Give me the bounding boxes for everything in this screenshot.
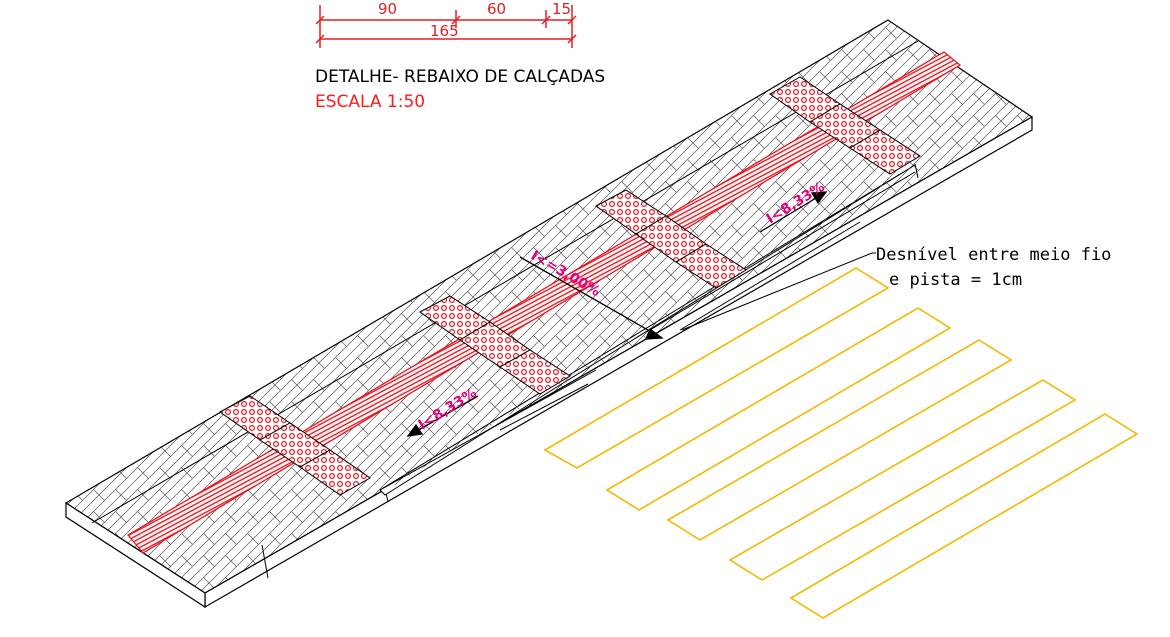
dimension-15: 15 [552,0,571,18]
note-line-1: Desnível entre meio fio [876,245,1111,265]
dimension-90: 90 [378,0,397,18]
dimension-block [315,5,577,48]
drawing-title: DETALHE- REBAIXO DE CALÇADAS [315,67,605,87]
crosswalk-stripe [666,339,1013,541]
slope-arrows [406,191,828,437]
note-line-2: e pista = 1cm [889,270,1022,290]
crosswalk-stripe [543,267,890,469]
dimension-165: 165 [430,22,459,40]
crosswalk-stripe [728,379,1077,581]
crosswalk-stripe [789,413,1139,619]
tactile-warning-tiles [219,76,921,496]
tactile-directional-strip [127,51,962,554]
dimension-60: 60 [487,0,506,18]
crosswalk-stripe [605,307,952,511]
crosswalk [543,267,1139,619]
drawing-scale: ESCALA 1:50 [315,92,425,112]
note-leader [681,252,873,331]
